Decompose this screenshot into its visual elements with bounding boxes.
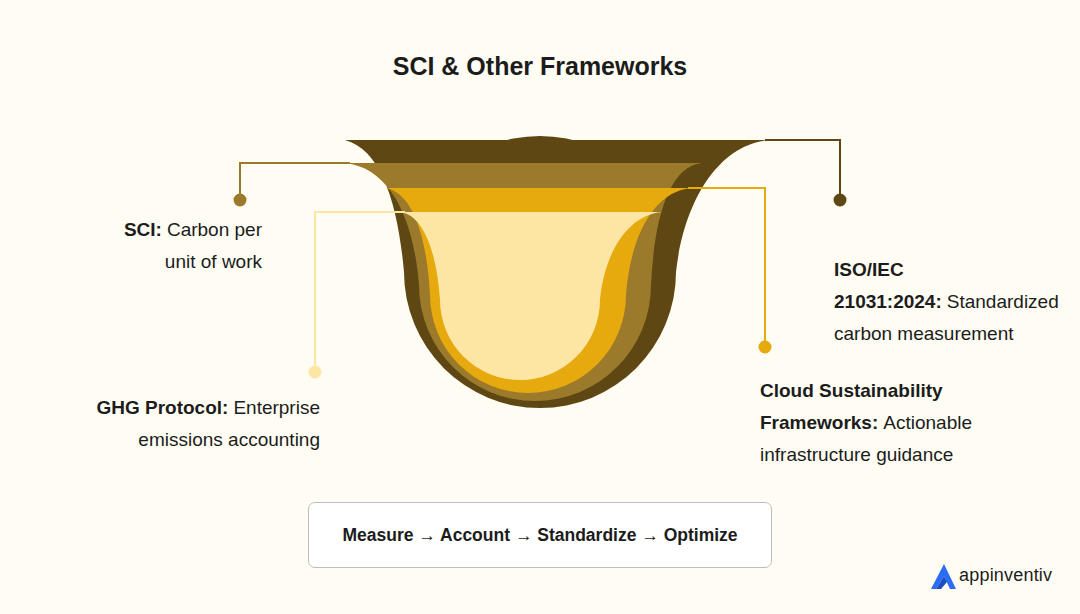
logo-shape [936, 576, 947, 589]
pale-layer [400, 212, 662, 380]
leader-dot [759, 341, 772, 354]
logo-mark [931, 564, 956, 589]
mid-layer [345, 163, 702, 401]
label-body: Carbon per unit of work [165, 219, 262, 272]
leader-line [240, 163, 350, 200]
leader-line [688, 188, 765, 347]
box-text: Measure → Account → Standardize → Optimi… [342, 525, 737, 546]
logo-text: appinventiv [959, 565, 1052, 586]
leader-dot [834, 194, 847, 207]
dark-layer [345, 136, 772, 408]
leader-dot [309, 366, 322, 379]
leader-line [315, 212, 405, 372]
label-heading: SCI: [124, 219, 162, 240]
diagram-title: SCI & Other Frameworks [0, 52, 1080, 81]
logo-shape [931, 564, 956, 589]
gold-layer [385, 188, 692, 393]
leader-dot [234, 194, 247, 207]
label-heading: GHG Protocol: [96, 397, 228, 418]
framework-label: GHG Protocol:Enterprise emissions accoun… [60, 392, 320, 456]
pale-funnel [400, 212, 662, 300]
framework-label: Cloud Sustainability Frameworks:Actionab… [760, 375, 1000, 471]
framework-label: ISO/IEC 21031:2024:Standardized carbon m… [834, 254, 1064, 350]
framework-label: SCI:Carbon per unit of work [102, 214, 262, 278]
leader-line [765, 140, 840, 200]
process-box: Measure → Account → Standardize → Optimi… [308, 502, 772, 568]
label-heading: ISO/IEC 21031:2024: [834, 259, 942, 312]
